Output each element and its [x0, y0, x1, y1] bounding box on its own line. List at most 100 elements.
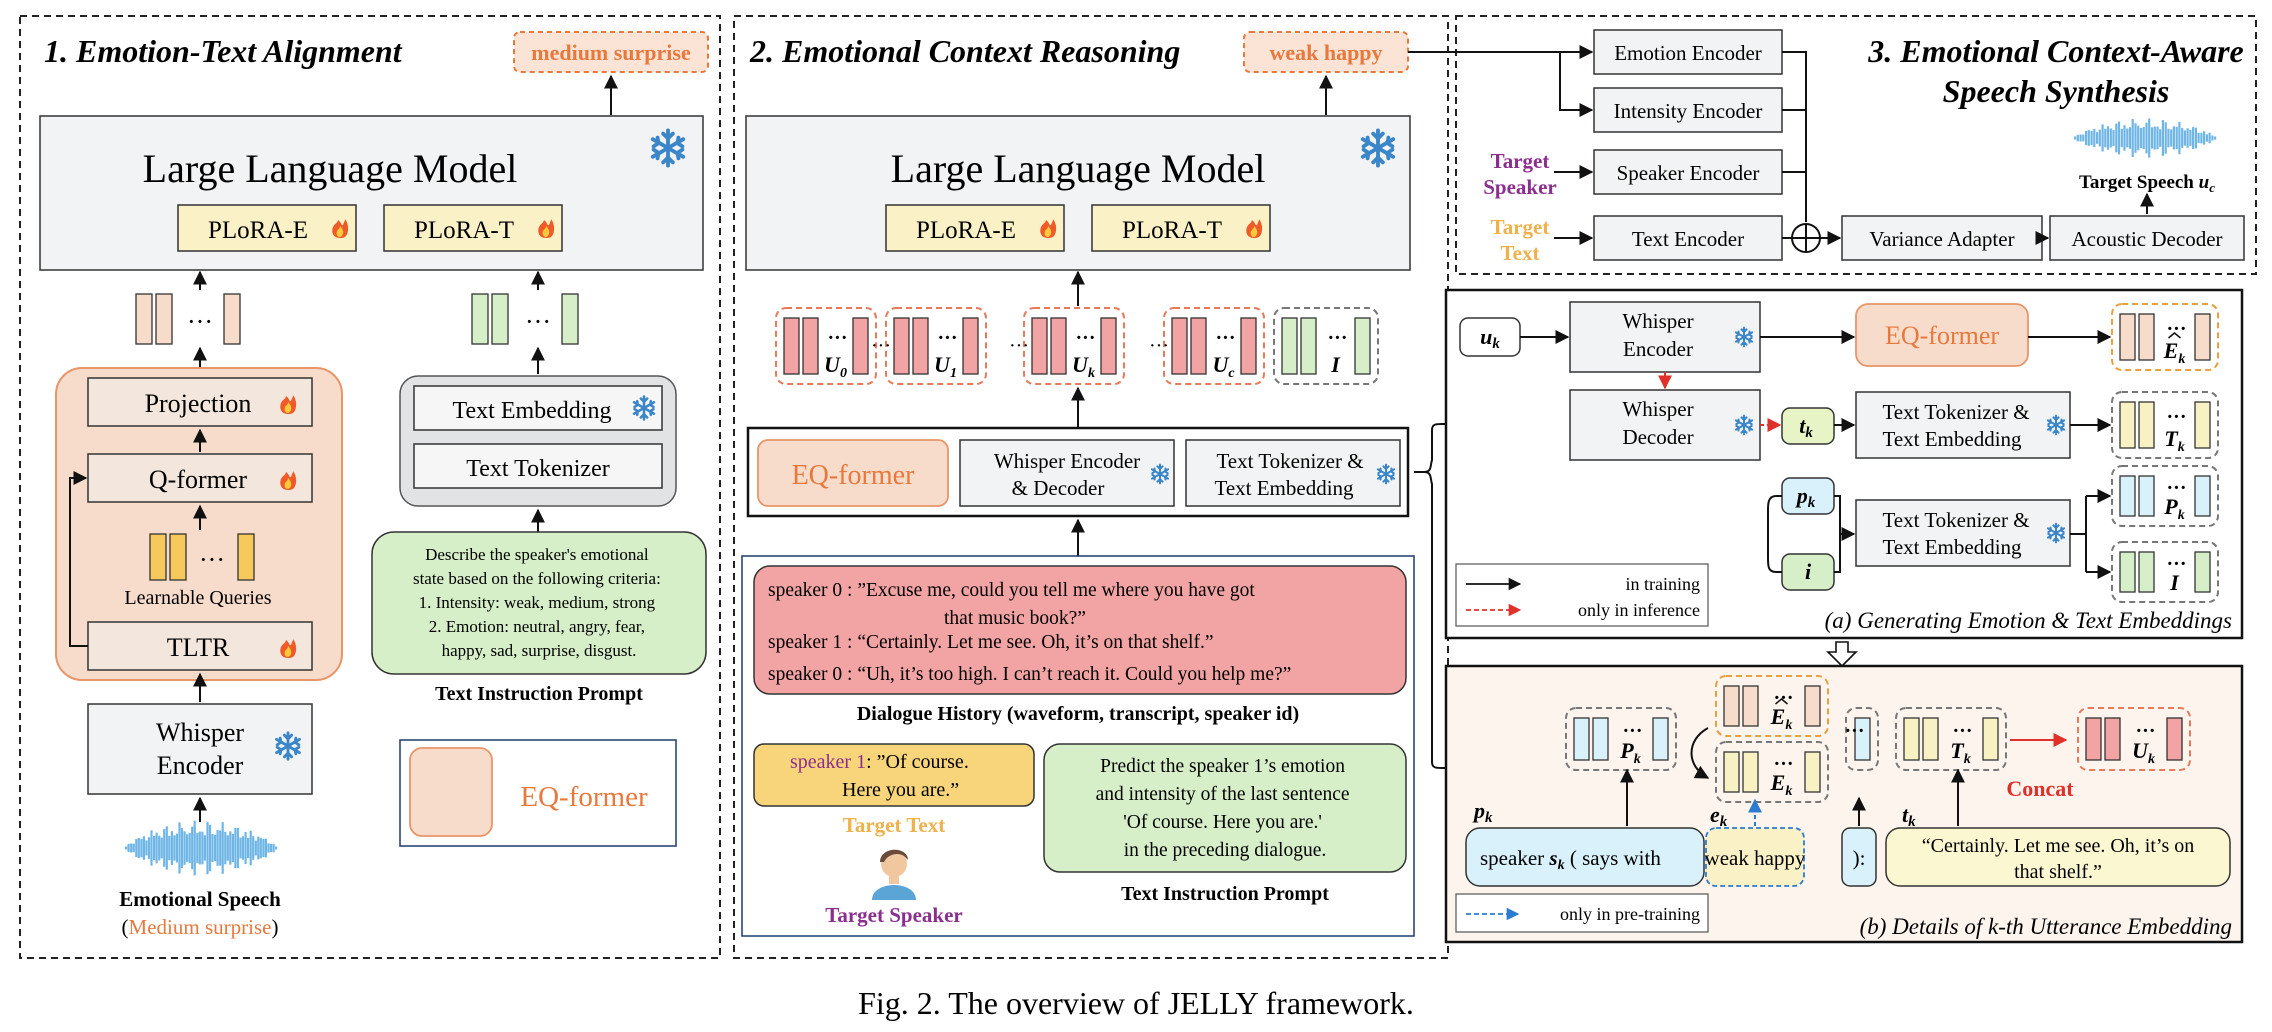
waveform-bar [259, 837, 262, 859]
pb-out-u-dots: ··· [2135, 720, 2155, 742]
s2-instruction-tokens: ···I [1273, 307, 1379, 385]
waveform-bar [2115, 123, 2118, 153]
waveform-bar [2112, 130, 2115, 146]
pb-out-u-bar [2104, 717, 2121, 761]
s2-plora-e-label: PLoRA-E [916, 217, 1016, 244]
s1-text-tokens: ··· [471, 293, 579, 345]
pb-out-e: ···Ek [1715, 741, 1829, 803]
pb-speaker-segment [1465, 827, 1705, 887]
waveform-bar [2076, 134, 2079, 142]
pa-out-e-border [2111, 303, 2219, 371]
s1-emotional-speech-sub: (Medium surprise) [122, 915, 279, 939]
waveform-bar [262, 839, 265, 858]
s3-target-speaker-label-2: Speaker [1483, 175, 1557, 199]
pb-out-e-hat-border [1715, 675, 1829, 737]
s2-utterance-2-bar [1031, 317, 1048, 375]
s2-plora-t-box [1091, 204, 1271, 252]
section-2-title: 2. Emotional Context Reasoning [749, 33, 1180, 69]
s1-queries-dots: ··· [199, 545, 225, 574]
s2-utterance-1-dots: ··· [937, 327, 957, 349]
s2-instruction-tokens-symbol: I [1330, 352, 1341, 377]
s2-instruction-tokens-bar [1300, 317, 1317, 375]
pb-out-e-bar [1723, 751, 1740, 793]
s2-whisper-ed-label-2: & Decoder [1012, 476, 1105, 500]
s2-utterance-3-bar [1171, 317, 1188, 375]
s1-text-token-dots: ··· [525, 307, 551, 336]
waveform-bar [153, 836, 156, 860]
waveform-bar [2167, 128, 2170, 148]
section-speech-synthesis: 3. Emotional Context-Aware Speech Synthe… [1408, 15, 2257, 275]
waveform-bar [2126, 128, 2129, 148]
pb-legend-box [1455, 893, 1709, 933]
waveform-bar [2139, 128, 2143, 149]
waveform-bar [2134, 123, 2137, 153]
s1-tltr-box [87, 621, 313, 671]
pa-out-p-border [2111, 465, 2219, 527]
pb-output-embeddings: ···Pk···Ek···Ek······Tk···Uk [1565, 675, 2191, 803]
pb-pk-label: pk [1472, 798, 1493, 826]
waveform-bar [170, 831, 173, 865]
pa-out-e: ···Ek [2111, 303, 2219, 371]
waveform-bar [231, 833, 234, 863]
waveform-bar [2211, 135, 2214, 141]
s2-target-text-label: Target Text [843, 813, 945, 837]
s3-intensity-encoder-box [1593, 87, 1783, 133]
s1-llm-box [39, 115, 704, 271]
waveform-bar [142, 836, 145, 860]
waveform-bar [168, 835, 171, 861]
pb-utterance-text-1: “Certainly. Let me see. Oh, it’s on [1922, 835, 2195, 857]
pb-out-e-bar [1804, 751, 1821, 793]
pa-out-e-hat [2168, 332, 2181, 339]
s1-qformer-label: Q-former [149, 465, 248, 494]
waveform-bar [2148, 118, 2151, 158]
waveform-bar [244, 832, 247, 864]
waveform-bar [229, 831, 232, 865]
s2-utterance-2-symbol: Uk [1072, 352, 1095, 381]
s2-utterance-2: ···Uk [1023, 307, 1125, 385]
waveform-bar [2172, 126, 2175, 150]
s2-instruction-tokens-bar [1281, 317, 1298, 375]
waveform-bar [178, 822, 181, 874]
s2-plora-t-label: PLoRA-T [1122, 217, 1222, 244]
pb-out-e-hat-bar [1804, 685, 1821, 727]
pb-out-u: ···Uk [2077, 707, 2191, 771]
s3-intensity-encoder-label: Intensity Encoder [1614, 99, 1763, 123]
s2-utterance-3: ···Uc [1163, 307, 1265, 385]
pa-out-t-bar [2119, 401, 2136, 449]
s2-utterance-0-bar [783, 317, 800, 375]
s1-legend-eqformer-swatch [409, 747, 493, 837]
waveform-bar [137, 838, 140, 859]
s2-utterance-token-groups: ···U0···U1···Uk···Uc···I········· [775, 307, 1379, 385]
pa-out-i: ···I [2111, 541, 2219, 603]
waveform-bar [2120, 128, 2123, 148]
waveform-bar [241, 836, 245, 860]
waveform-bar [2197, 132, 2200, 144]
s2-tok-emb-box [1185, 439, 1401, 507]
s2-instruction-tokens-border [1273, 307, 1379, 385]
waveform-bar [2194, 127, 2197, 149]
waveform-bar [127, 843, 130, 853]
s2-utterance-0-bar [802, 317, 819, 375]
pb-out-p: ···Pk [1565, 707, 1677, 771]
waveform-bar [2203, 131, 2206, 145]
waveform-bar [2214, 136, 2217, 140]
waveform-bar [216, 830, 219, 866]
pa-out-i-dots: ··· [2166, 553, 2186, 575]
waveform-bar [239, 837, 242, 859]
waveform-bar [2192, 127, 2195, 149]
waveform-bar [2074, 136, 2077, 140]
waveform-bar [247, 838, 250, 858]
s2-utterance-0-symbol: U0 [824, 352, 847, 381]
pa-legend-training-label: in training [1626, 574, 1701, 594]
pb-utterance-text-2: that shelf.” [2014, 861, 2102, 883]
s1-tltr-label: TLTR [167, 633, 230, 662]
s3-target-speaker-label-1: Target [1491, 149, 1550, 173]
waveform-bar [267, 843, 270, 853]
waveform-bar [186, 834, 189, 862]
pb-out-u-bar [2085, 717, 2102, 761]
pb-out-close-border [1845, 707, 1879, 771]
pa-i-label: i [1805, 559, 1812, 584]
pa-out-p: ···Pk [2111, 465, 2219, 527]
waveform-bar [2156, 126, 2159, 150]
s3-emotion-encoder-box [1593, 29, 1783, 75]
